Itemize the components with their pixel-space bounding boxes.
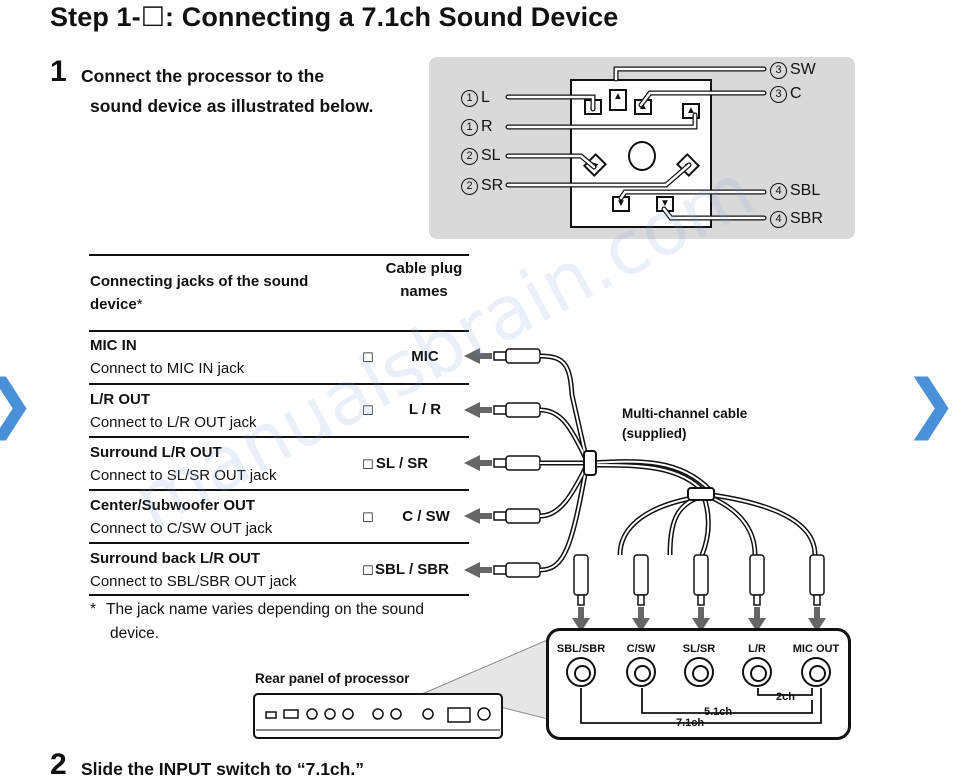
processor-rear-panel-drawing bbox=[253, 640, 550, 739]
row-5-mark: ☐ bbox=[362, 563, 374, 578]
group-2ch-label: 2ch bbox=[776, 691, 795, 703]
speaker-sbl-icon: ▼ bbox=[612, 196, 630, 212]
jack-l-r bbox=[742, 657, 772, 687]
group-5-1ch-label: 5.1ch bbox=[704, 706, 733, 718]
table-bottom-rule bbox=[89, 594, 469, 596]
row-3-mark: ☐ bbox=[362, 457, 374, 472]
page-title: Step 1-☐: Connecting a 7.1ch Sound Devic… bbox=[50, 2, 619, 32]
row-4-mark: ☐ bbox=[362, 510, 374, 525]
row-5-name: Surround back L/R OUT bbox=[90, 550, 261, 567]
row-3-desc: Connect to SL/SR OUT jack bbox=[90, 467, 277, 484]
row-5-plug: SBL / SBR bbox=[375, 561, 449, 578]
label-r-number: 1 bbox=[461, 119, 478, 136]
row-rule bbox=[89, 489, 469, 491]
listener-head-icon bbox=[628, 141, 656, 171]
speaker-sw-icon: ▲ bbox=[609, 89, 627, 111]
cable-label: Multi-channel cable (supplied) bbox=[622, 404, 747, 444]
step-1-number: 1 bbox=[50, 55, 67, 88]
jack-c-sw bbox=[626, 657, 656, 687]
row-2-name: L/R OUT bbox=[90, 391, 150, 408]
row-4-name: Center/Subwoofer OUT bbox=[90, 497, 256, 514]
row-2-plug: L / R bbox=[408, 401, 442, 418]
step-1-line-2: sound device as illustrated below. bbox=[90, 96, 374, 116]
row-2-mark: ☐ bbox=[362, 403, 374, 418]
row-3-name: Surround L/R OUT bbox=[90, 444, 222, 461]
speaker-leader-lines bbox=[505, 66, 767, 221]
jack-label-l-r: L/R bbox=[748, 643, 766, 655]
label-sbl-number: 4 bbox=[770, 183, 787, 200]
footnote-mark: * bbox=[90, 601, 97, 618]
label-sl-text: SL bbox=[481, 147, 501, 164]
step-2-number: 2 bbox=[50, 748, 67, 776]
label-sbr-number: 4 bbox=[770, 211, 787, 228]
multi-channel-cable-drawing bbox=[464, 348, 826, 632]
table-header-plug: Cable plug names bbox=[385, 260, 463, 300]
jack-label-sbl-sbr: SBL/SBR bbox=[556, 643, 606, 655]
jack-label-mic-out: MIC OUT bbox=[792, 643, 840, 655]
row-5-desc: Connect to SBL/SBR OUT jack bbox=[90, 573, 297, 590]
label-sr-text: SR bbox=[481, 177, 504, 194]
row-2-desc: Connect to L/R OUT jack bbox=[90, 414, 257, 431]
cable-label-line-2: (supplied) bbox=[622, 426, 687, 441]
label-sw-text: SW bbox=[790, 61, 816, 78]
chevron-left-icon[interactable]: ❯ bbox=[0, 372, 36, 436]
jack-sbl-sbr bbox=[566, 657, 596, 687]
footnote-line-1: The jack name varies depending on the so… bbox=[106, 601, 424, 618]
label-r-text: R bbox=[481, 118, 493, 135]
label-sl-number: 2 bbox=[461, 148, 478, 165]
rear-panel-label: Rear panel of processor bbox=[255, 671, 410, 686]
row-rule bbox=[89, 436, 469, 438]
label-l-number: 1 bbox=[461, 90, 478, 107]
jack-group-brackets bbox=[580, 688, 822, 724]
label-c-number: 3 bbox=[770, 86, 787, 103]
step-2-text: Slide the INPUT switch to “7.1ch.” bbox=[81, 759, 364, 776]
cable-label-line-1: Multi-channel cable bbox=[622, 406, 748, 421]
jack-label-sl-sr: SL/SR bbox=[682, 643, 716, 655]
jack-label-c-sw: C/SW bbox=[626, 643, 656, 655]
table-header-rule bbox=[89, 330, 469, 332]
step-1-line-1: Connect the processor to the bbox=[81, 66, 325, 86]
group-7-1ch-label: 7.1ch bbox=[676, 717, 705, 729]
row-1-mark: ☐ bbox=[362, 350, 374, 365]
table-top-rule bbox=[89, 254, 469, 256]
label-sw-number: 3 bbox=[770, 62, 787, 79]
jack-sl-sr bbox=[684, 657, 714, 687]
row-rule bbox=[89, 383, 469, 385]
row-1-plug: MIC bbox=[411, 348, 439, 365]
label-c-text: C bbox=[790, 85, 802, 102]
footnote-line-2: device. bbox=[110, 625, 160, 642]
row-rule bbox=[89, 542, 469, 544]
table-header-jacks: Connecting jacks of the sound device* bbox=[90, 270, 350, 316]
row-4-desc: Connect to C/SW OUT jack bbox=[90, 520, 273, 537]
label-l-text: L bbox=[481, 89, 490, 106]
row-3-plug: SL / SR bbox=[375, 455, 429, 472]
label-sr-number: 2 bbox=[461, 178, 478, 195]
row-4-plug: C / SW bbox=[402, 508, 450, 525]
row-1-name: MIC IN bbox=[90, 337, 137, 354]
jack-mic-out bbox=[801, 657, 831, 687]
label-sbl-text: SBL bbox=[790, 182, 821, 199]
chevron-right-icon[interactable]: ❯ bbox=[904, 367, 954, 441]
label-sbr-text: SBR bbox=[790, 210, 823, 227]
table-header-jacks-text: Connecting jacks of the sound device bbox=[90, 273, 309, 313]
row-1-desc: Connect to MIC IN jack bbox=[90, 360, 245, 377]
table-header-footnote-mark: * bbox=[136, 296, 143, 313]
